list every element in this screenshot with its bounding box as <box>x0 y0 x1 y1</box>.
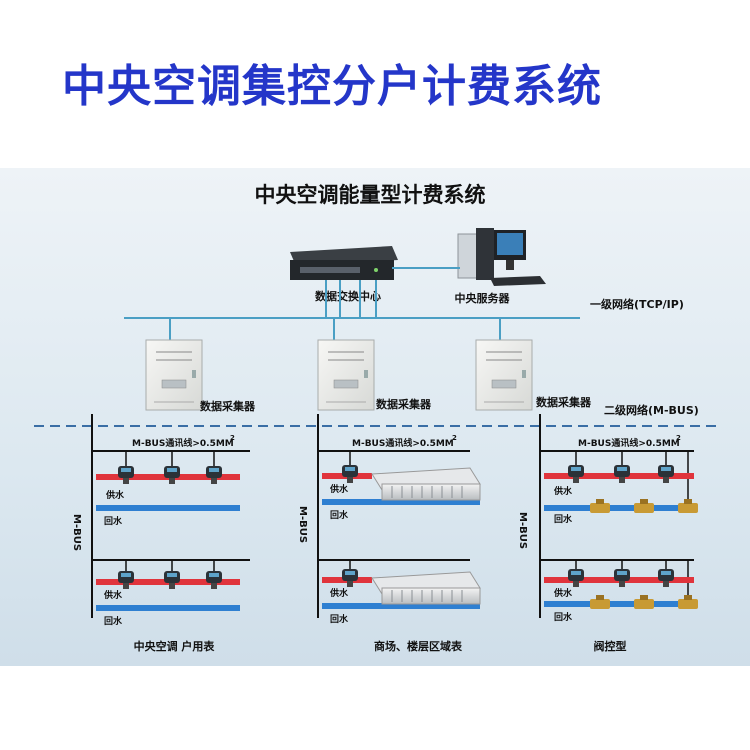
heat-meter-icon <box>118 466 134 484</box>
mbus-vertical-lines <box>91 414 541 618</box>
data-collector-2 <box>317 339 375 411</box>
collector-label-1: 数据采集器 <box>200 399 256 413</box>
heat-meter-icon <box>206 571 222 589</box>
mbus-vertical-label-3: M-BUS <box>517 512 528 549</box>
heat-meter-icon <box>206 466 222 484</box>
valve-icon <box>590 595 610 609</box>
level2-network-label: 二级网络(M-BUS) <box>604 403 699 417</box>
valve-icon <box>678 499 698 513</box>
heat-meter-icon <box>568 569 584 587</box>
data-switch-icon <box>290 246 398 280</box>
valve-icon <box>678 595 698 609</box>
bus-wire-label-3: M-BUS通讯线>0.5MM <box>578 437 680 449</box>
return-label-2: 回水 <box>104 615 123 627</box>
heat-meter-icon <box>614 465 630 483</box>
data-collector-1 <box>145 339 203 411</box>
system-diagram: 中央空调能量型计费系统 数据交换中心 中央服务器 一级网络(TCP/IP) 数据… <box>34 183 716 653</box>
supply-label-5: 供水 <box>553 485 573 497</box>
heat-meter-icon <box>164 571 180 589</box>
return-label-6: 回水 <box>554 611 573 623</box>
section-caption-household: 中央空调 户用表 <box>134 639 216 653</box>
mbus-vertical-label-1: M-BUS <box>71 514 82 551</box>
supply-label-2: 供水 <box>103 589 123 601</box>
section-valve-control: M-BUS通讯线>0.5MM 2 供水 回水 供水 回水 <box>540 434 698 623</box>
heat-meter-icon <box>658 465 674 483</box>
valve-icon <box>634 595 654 609</box>
section-commercial: M-BUS通讯线>0.5MM 2 供水 回水 供水 回水 <box>318 434 481 625</box>
bus-wire-sup-2: 2 <box>452 434 457 442</box>
page-headline: 中央空调集控分户计费系统 <box>62 61 602 112</box>
heat-meter-icon <box>568 465 584 483</box>
level1-network-lines <box>124 267 580 344</box>
valve-icon <box>590 499 610 513</box>
return-label-1: 回水 <box>104 515 123 527</box>
heat-meter-icon <box>118 571 134 589</box>
server-computer-icon <box>457 228 546 286</box>
section-caption-commercial: 商场、楼层区域表 <box>374 639 463 653</box>
collector-label-2: 数据采集器 <box>376 397 432 411</box>
server-label: 中央服务器 <box>455 291 511 305</box>
supply-label-1: 供水 <box>105 489 125 501</box>
collector-label-3: 数据采集器 <box>536 395 592 409</box>
supply-label-6: 供水 <box>553 587 573 599</box>
supply-label-3: 供水 <box>329 483 349 495</box>
heat-meter-icon <box>342 569 358 587</box>
level1-network-label: 一级网络(TCP/IP) <box>590 297 684 311</box>
return-label-3: 回水 <box>330 509 349 521</box>
switch-label: 数据交换中心 <box>315 289 381 303</box>
heat-meter-icon <box>614 569 630 587</box>
return-label-5: 回水 <box>554 513 573 525</box>
valve-icon <box>634 499 654 513</box>
data-collector-3 <box>475 339 533 411</box>
heat-meter-icon <box>658 569 674 587</box>
bus-wire-label-2: M-BUS通讯线>0.5MM <box>352 437 454 449</box>
bus-wire-sup-3: 2 <box>676 434 681 442</box>
diagram-title: 中央空调能量型计费系统 <box>255 183 486 207</box>
bus-wire-sup-1: 2 <box>230 434 235 442</box>
fan-coil-unit-icon <box>371 467 481 501</box>
heat-meter-icon <box>342 465 358 483</box>
return-label-4: 回水 <box>330 613 349 625</box>
mbus-vertical-label-2: M-BUS <box>297 506 308 543</box>
supply-label-4: 供水 <box>329 587 349 599</box>
fan-coil-unit-icon <box>371 571 481 605</box>
section-caption-valve: 阀控型 <box>594 639 627 653</box>
diagram-panel: 中央空调能量型计费系统 数据交换中心 中央服务器 一级网络(TCP/IP) 数据… <box>0 168 750 666</box>
section-household: M-BUS通讯线>0.5MM 2 供水 回水 供水 回水 <box>92 434 250 627</box>
bus-wire-label-1: M-BUS通讯线>0.5MM <box>132 437 234 449</box>
heat-meter-icon <box>164 466 180 484</box>
